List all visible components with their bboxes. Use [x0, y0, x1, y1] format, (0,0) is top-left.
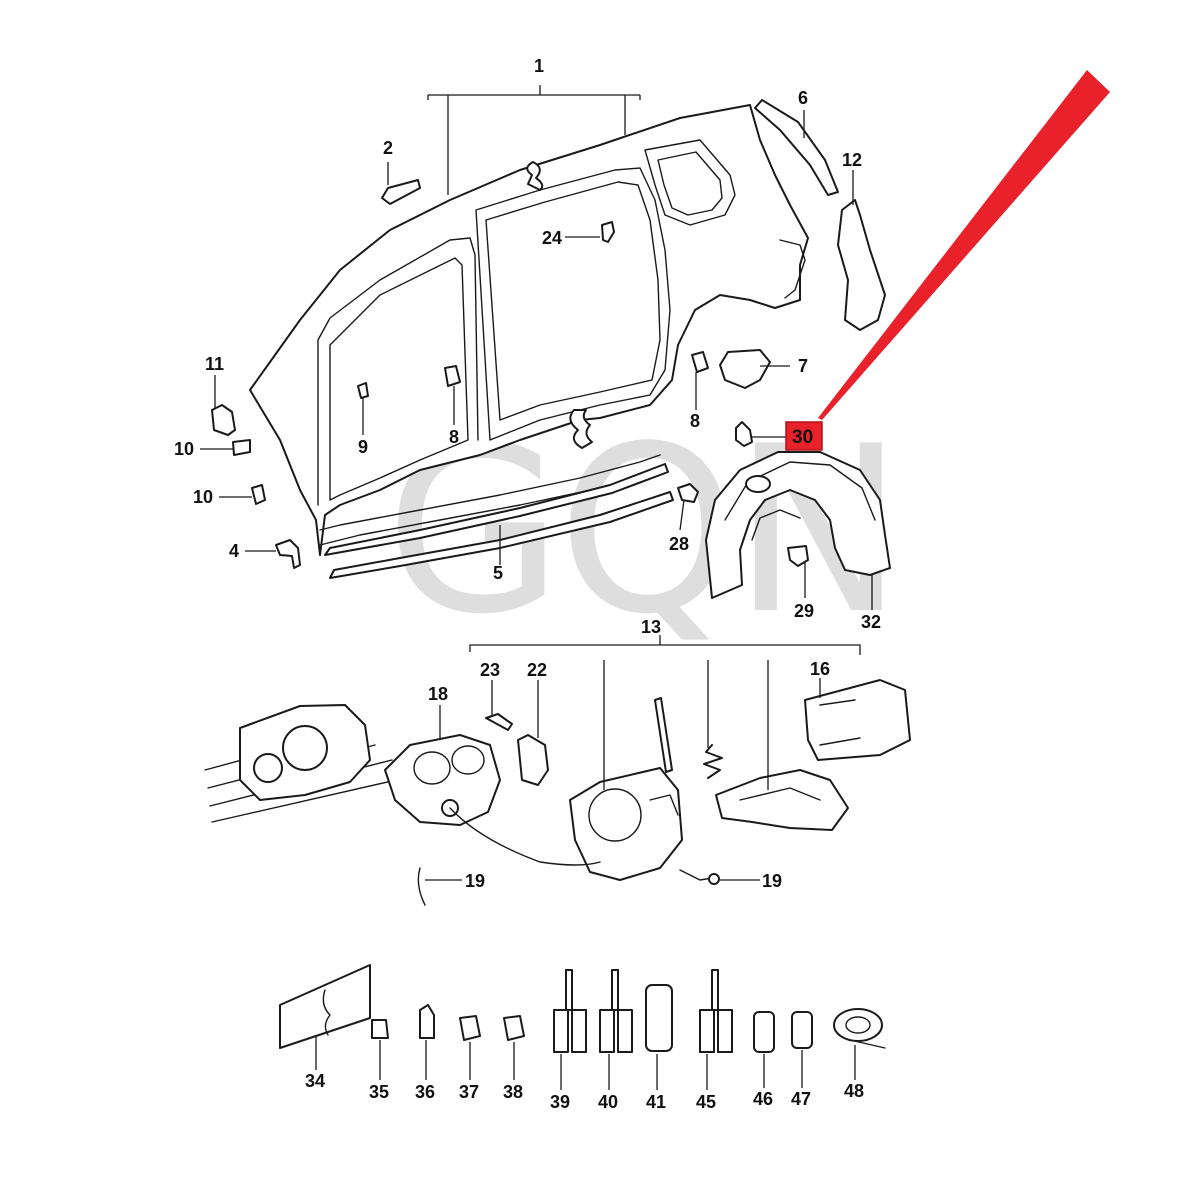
spacer-part-47	[791, 1011, 813, 1049]
highlight-arrow	[818, 70, 1110, 420]
label-13: 13	[641, 617, 661, 637]
label-1: 1	[534, 56, 544, 76]
bolt-part-29	[787, 545, 809, 567]
label-7: 7	[798, 356, 808, 376]
part-11	[211, 404, 236, 436]
label-18: 18	[428, 684, 448, 704]
leader-lines	[200, 85, 873, 1090]
label-5: 5	[493, 563, 503, 583]
label-36: 36	[415, 1082, 435, 1102]
part-8-right	[691, 351, 709, 373]
part-4	[275, 539, 301, 569]
cable-part-19-right	[679, 869, 713, 881]
label-41: 41	[646, 1092, 666, 1112]
part-24	[601, 221, 615, 243]
sill-part-5	[324, 463, 674, 579]
label-35: 35	[369, 1082, 389, 1102]
clip-part-30	[735, 421, 753, 447]
filler-spring	[703, 744, 723, 779]
red-pointer-arrow	[818, 70, 1110, 420]
label-34: 34	[305, 1071, 325, 1091]
part-6	[754, 99, 839, 196]
label-37: 37	[459, 1082, 479, 1102]
filler-seal	[715, 769, 849, 831]
part-10-lower	[251, 484, 266, 505]
label-29: 29	[794, 601, 814, 621]
label-28: 28	[669, 534, 689, 554]
bolt-part-23	[485, 713, 513, 731]
spacer-part-46	[753, 1011, 775, 1053]
label-10-lower: 10	[193, 487, 213, 507]
label-8-mid: 8	[449, 427, 459, 447]
wheel-liner-part-32	[705, 451, 891, 599]
label-12: 12	[842, 150, 862, 170]
clip-part-28	[677, 483, 699, 503]
label-24: 24	[542, 228, 562, 248]
label-9: 9	[358, 437, 368, 457]
label-32: 32	[861, 612, 881, 632]
part-8-mid	[444, 365, 461, 387]
part-7	[719, 349, 771, 389]
label-46: 46	[753, 1089, 773, 1109]
sleeve-part-41	[645, 984, 673, 1052]
label-2: 2	[383, 138, 393, 158]
label-39: 39	[550, 1092, 570, 1112]
label-48: 48	[844, 1081, 864, 1101]
fastener-part-39	[553, 969, 587, 1053]
callout-labels: 1 2 24 11 10 10 4 9 8 5 6 12 7 8 30 28 2…	[174, 56, 881, 1112]
filler-door-part-13	[569, 767, 683, 881]
label-6: 6	[798, 88, 808, 108]
label-45: 45	[696, 1092, 716, 1112]
tape-part-34	[279, 964, 371, 1049]
label-16: 16	[810, 659, 830, 679]
label-11: 11	[205, 354, 224, 374]
label-10-upper: 10	[174, 439, 194, 459]
cable-part-19-left	[417, 867, 426, 906]
label-4: 4	[229, 541, 239, 561]
part-10-upper	[232, 439, 251, 456]
label-23: 23	[480, 660, 500, 680]
tape-roll-part-48	[833, 1008, 886, 1049]
part-2	[381, 179, 421, 205]
label-40: 40	[598, 1092, 618, 1112]
fastener-part-45	[699, 969, 733, 1053]
cap-part-38	[503, 1015, 525, 1041]
label-22: 22	[527, 660, 547, 680]
filler-flap-part-16	[804, 679, 911, 761]
filler-rod	[654, 697, 673, 773]
label-30: 30	[792, 427, 813, 448]
cap-part-37	[459, 1015, 481, 1041]
clip-part-36	[419, 1004, 435, 1039]
label-19-right: 19	[762, 871, 782, 891]
grommet-part-35	[371, 1019, 389, 1039]
cable-end-part-19	[708, 873, 720, 885]
actuator-part-22	[517, 734, 549, 786]
highlight-box-30	[785, 421, 823, 451]
fastener-part-40	[599, 969, 633, 1053]
label-8-right: 8	[690, 411, 700, 431]
filler-housing-left	[204, 704, 406, 823]
part-9	[357, 382, 369, 399]
side-panel-part-1	[249, 104, 809, 556]
label-47: 47	[791, 1089, 811, 1109]
cable-routing	[449, 807, 601, 866]
part-12	[837, 199, 886, 331]
label-38: 38	[503, 1082, 523, 1102]
filler-bracket-part-18	[384, 734, 501, 826]
label-19-left: 19	[465, 871, 485, 891]
